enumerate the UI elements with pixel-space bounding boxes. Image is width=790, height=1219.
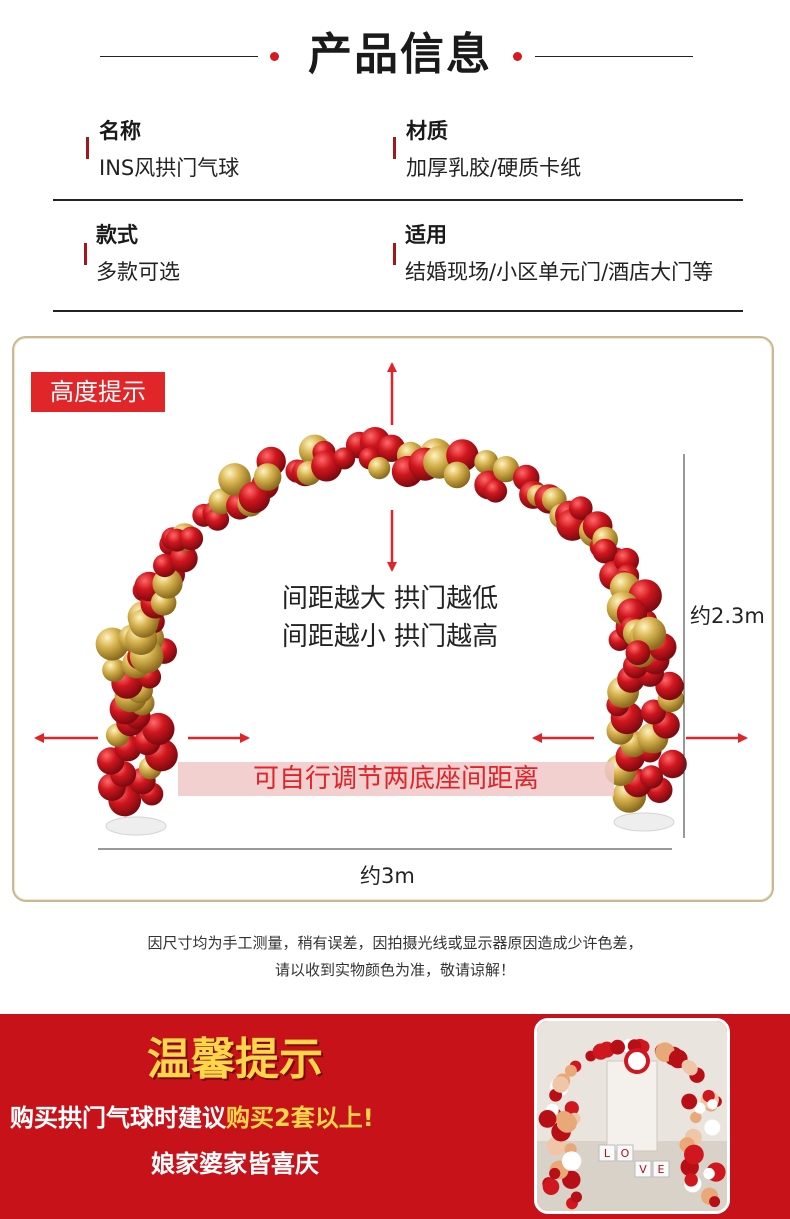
photo-balloon [694,1102,706,1114]
spec-divider-1 [53,199,743,201]
arch-base-right [613,812,675,832]
balloon [253,463,282,491]
warm-tip-title: 温馨提示 [147,1034,323,1085]
balloon [493,456,520,483]
photo-balloon [570,1191,582,1203]
spec-label-style: 款式 [96,223,138,247]
photo-balloon [690,1111,702,1124]
arch-base-left [105,816,167,836]
love-letter-v: V [639,1163,647,1176]
height-label: 约2.3m [690,604,765,628]
love-letter-o: O [621,1147,630,1160]
recommendation-text: 购买拱门气球时建议 [10,1104,226,1132]
note-narrower-higher: 间距越小 拱门越高 [281,622,499,652]
photo-balloon [684,1173,698,1187]
photo-balloon [702,1089,715,1103]
love-letter-e: E [658,1163,665,1176]
header-rule-left [100,56,258,57]
arch-balloons [95,427,687,817]
arch-illustration [34,362,748,850]
note-wider-lower: 间距越大 拱门越低 [281,584,499,614]
recommendation-highlight: 购买2套以上! [226,1104,374,1132]
photo-balloon [538,1110,557,1128]
spec-marker-usage [393,243,396,265]
decor-photo-illustration: L O V E [537,1021,727,1211]
love-blocks: L O V E [598,1144,670,1178]
spec-divider-2 [53,310,743,312]
spec-label-name: 名称 [99,119,141,143]
balloon [142,712,175,746]
adjust-base-distance-text: 可自行调节两底座间距离 [252,764,539,794]
photo-balloon [681,1093,698,1110]
height-tip-tag-bg [31,372,165,412]
balloon [658,749,687,779]
photo-balloon [561,1151,582,1171]
spec-value-name: INS风拱门气球 [99,156,240,180]
spec-label-material: 材质 [406,119,448,143]
warm-tip-recommendation: 购买拱门气球时建议购买2套以上! [10,1098,510,1138]
header-dot-right [513,52,522,61]
photo-balloon [709,1196,721,1208]
photo-balloon [552,1076,569,1093]
disclaimer-line-1: 因尺寸均为手工测量，稍有误差，因拍摄光线或显示器原因造成少许色差， [147,934,643,952]
photo-balloon [557,1112,577,1133]
header-rule-right [535,56,693,57]
height-tip-tag: 高度提示 [50,378,146,406]
balloon [569,496,593,520]
spec-label-usage: 适用 [405,223,447,247]
spec-marker-material [393,137,396,159]
warm-tip-slogan: 娘家婆家皆喜庆 [151,1150,319,1178]
balloon [484,479,508,503]
width-label: 约3m [360,864,415,888]
balloon [474,450,499,474]
page-title: 产品信息 [308,29,492,80]
height-diagram-panel [12,336,774,902]
balloon [639,765,664,789]
love-letter-l: L [604,1147,611,1160]
decor-photo: L O V E [534,1018,730,1214]
balloon [333,447,356,470]
balloon [368,457,391,480]
photo-balloon [703,1167,715,1180]
photo-balloon [549,1167,561,1180]
balloon [592,538,618,564]
spec-value-usage: 结婚现场/小区单元门/酒店大门等 [405,260,714,284]
spec-marker-name [86,137,89,159]
spec-marker-style [84,243,87,265]
photo-balloon [542,1178,560,1195]
balloon [625,640,651,666]
photo-balloon [681,1059,693,1072]
balloon [179,526,204,551]
photo-balloon [592,1043,609,1060]
photo-balloon [684,1144,704,1165]
balloon [443,461,471,489]
disclaimer-line-2: 请以收到实物颜色为准，敬请谅解！ [274,961,515,979]
spec-value-material: 加厚乳胶/硬质卡纸 [406,156,582,180]
photo-balloon [564,1064,577,1077]
photo-balloon [610,1039,625,1055]
balloon [102,658,126,682]
photo-balloon [707,1099,718,1110]
header-dot-left [270,52,279,61]
spec-value-style: 多款可选 [96,260,180,284]
photo-balloon [564,1101,579,1116]
photo-balloon [704,1119,721,1136]
adjust-text-band [178,762,614,796]
